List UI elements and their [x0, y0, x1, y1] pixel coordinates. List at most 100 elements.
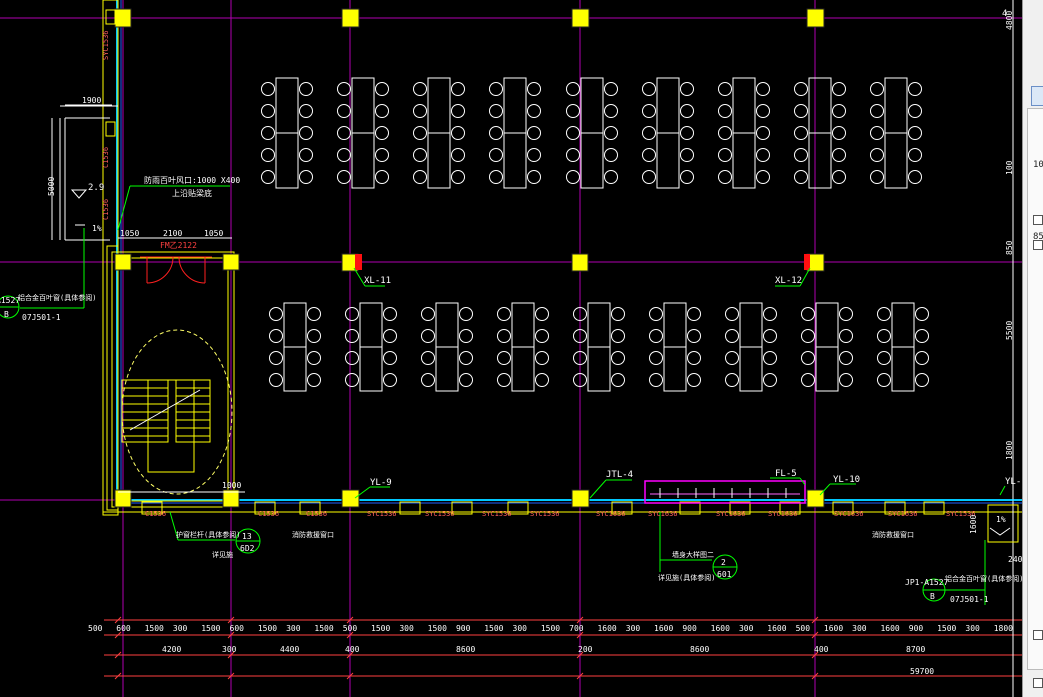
slope-label: 1% [92, 224, 102, 233]
chair [611, 307, 625, 321]
wall-label-3: C1536 [102, 199, 110, 220]
shaft-outline [51, 104, 112, 241]
chair [566, 148, 580, 162]
chair [269, 329, 283, 343]
chair [421, 351, 435, 365]
left-callout-b: B [4, 310, 9, 319]
right-dim-0: 4800 [1005, 11, 1014, 30]
top-mark: 4 [1002, 9, 1007, 19]
chair [870, 148, 884, 162]
panel-checkbox-4[interactable] [1033, 678, 1043, 688]
chair [725, 373, 739, 387]
chair [269, 351, 283, 365]
panel-tab[interactable] [1031, 86, 1043, 106]
chair [687, 351, 701, 365]
chair [725, 351, 739, 365]
properties-panel[interactable]: 100 850 [1022, 0, 1043, 697]
panel-checkbox-1[interactable] [1033, 215, 1043, 225]
col-tag-6: SYC1536 [482, 510, 512, 518]
dim-row1-value: 1600 [654, 624, 673, 633]
chair [489, 126, 503, 140]
chair [915, 329, 929, 343]
col-tag-9: SYC1636 [648, 510, 678, 518]
chair [870, 126, 884, 140]
elevation-label: 2.9 [88, 183, 104, 193]
cad-drawing-canvas[interactable]: 防雨百叶风口:1000 X400 上沿贴梁底 FM乙2122 2.9 1% 1%… [0, 0, 1022, 697]
chair [383, 373, 397, 387]
chair [604, 126, 618, 140]
chair [839, 373, 853, 387]
col-tag-10: SYC1636 [716, 510, 746, 518]
chair [413, 104, 427, 118]
c2-callout-1: 墙身大样图二 [672, 550, 714, 559]
chair [680, 148, 694, 162]
dim-row1-value: 500 [343, 624, 358, 633]
chair [566, 126, 580, 140]
dim-row1-value: 600 [230, 624, 245, 633]
chair [573, 307, 587, 321]
dim-row1-value: 1500 [484, 624, 503, 633]
dim-row1-value: 900 [909, 624, 924, 633]
dim-row1-value: 1600 [824, 624, 843, 633]
right-callout-code: 07J501-1 [950, 595, 989, 604]
chair [870, 82, 884, 96]
chair [756, 148, 770, 162]
mid-callout-2: 详见施 [212, 550, 233, 559]
chair [527, 148, 541, 162]
dining-tables [261, 77, 929, 392]
chair [649, 329, 663, 343]
chair [877, 351, 891, 365]
chair [718, 170, 732, 184]
chair [604, 148, 618, 162]
chair [573, 373, 587, 387]
chair [908, 126, 922, 140]
chair [261, 148, 275, 162]
chair [649, 351, 663, 365]
window-niche [679, 501, 701, 515]
chair [269, 373, 283, 387]
chair [611, 351, 625, 365]
dim-row1-value: 1500 [201, 624, 220, 633]
chair [642, 170, 656, 184]
chair [497, 307, 511, 321]
col-tag-7: SYC1536 [530, 510, 560, 518]
chair [642, 104, 656, 118]
chair [725, 329, 739, 343]
chair [489, 170, 503, 184]
dim-row1-value: 300 [852, 624, 867, 633]
dim-row1-value: 1500 [145, 624, 164, 633]
chair [908, 170, 922, 184]
right-callout-ref: JP1-A1527 [905, 578, 949, 587]
slope-label-right: 1% [996, 515, 1006, 524]
dim-1050b: 1050 [204, 229, 223, 238]
left-callout-1: 铝合金百叶窗(具体参阅) [18, 293, 96, 302]
dim-row1-value: 900 [682, 624, 697, 633]
chair [451, 126, 465, 140]
dim-row1-value: 500 [88, 624, 103, 633]
chair [794, 104, 808, 118]
chair [870, 104, 884, 118]
chair [261, 82, 275, 96]
window-niche [832, 501, 854, 515]
dimension-lines [59, 105, 1022, 677]
left-callout-code: 07J501-1 [22, 313, 61, 322]
dim-row2-value: 200 [578, 645, 593, 654]
chair [375, 126, 389, 140]
wall-label-2: C1536 [102, 147, 110, 168]
chair [459, 329, 473, 343]
beam-fl5: FL-5 [775, 469, 797, 479]
panel-checkbox-3[interactable] [1033, 630, 1043, 640]
chair [908, 104, 922, 118]
chair [413, 170, 427, 184]
chair [345, 329, 359, 343]
chair [489, 82, 503, 96]
chair [877, 373, 891, 387]
c2-callout-ref: 601 [717, 570, 732, 579]
chair [839, 329, 853, 343]
chair [421, 373, 435, 387]
chair [756, 170, 770, 184]
right-dim-texts: 4800 100 850 5500 1800 [1005, 11, 1014, 460]
dim-row2-value: 300 [222, 645, 237, 654]
chair [801, 351, 815, 365]
